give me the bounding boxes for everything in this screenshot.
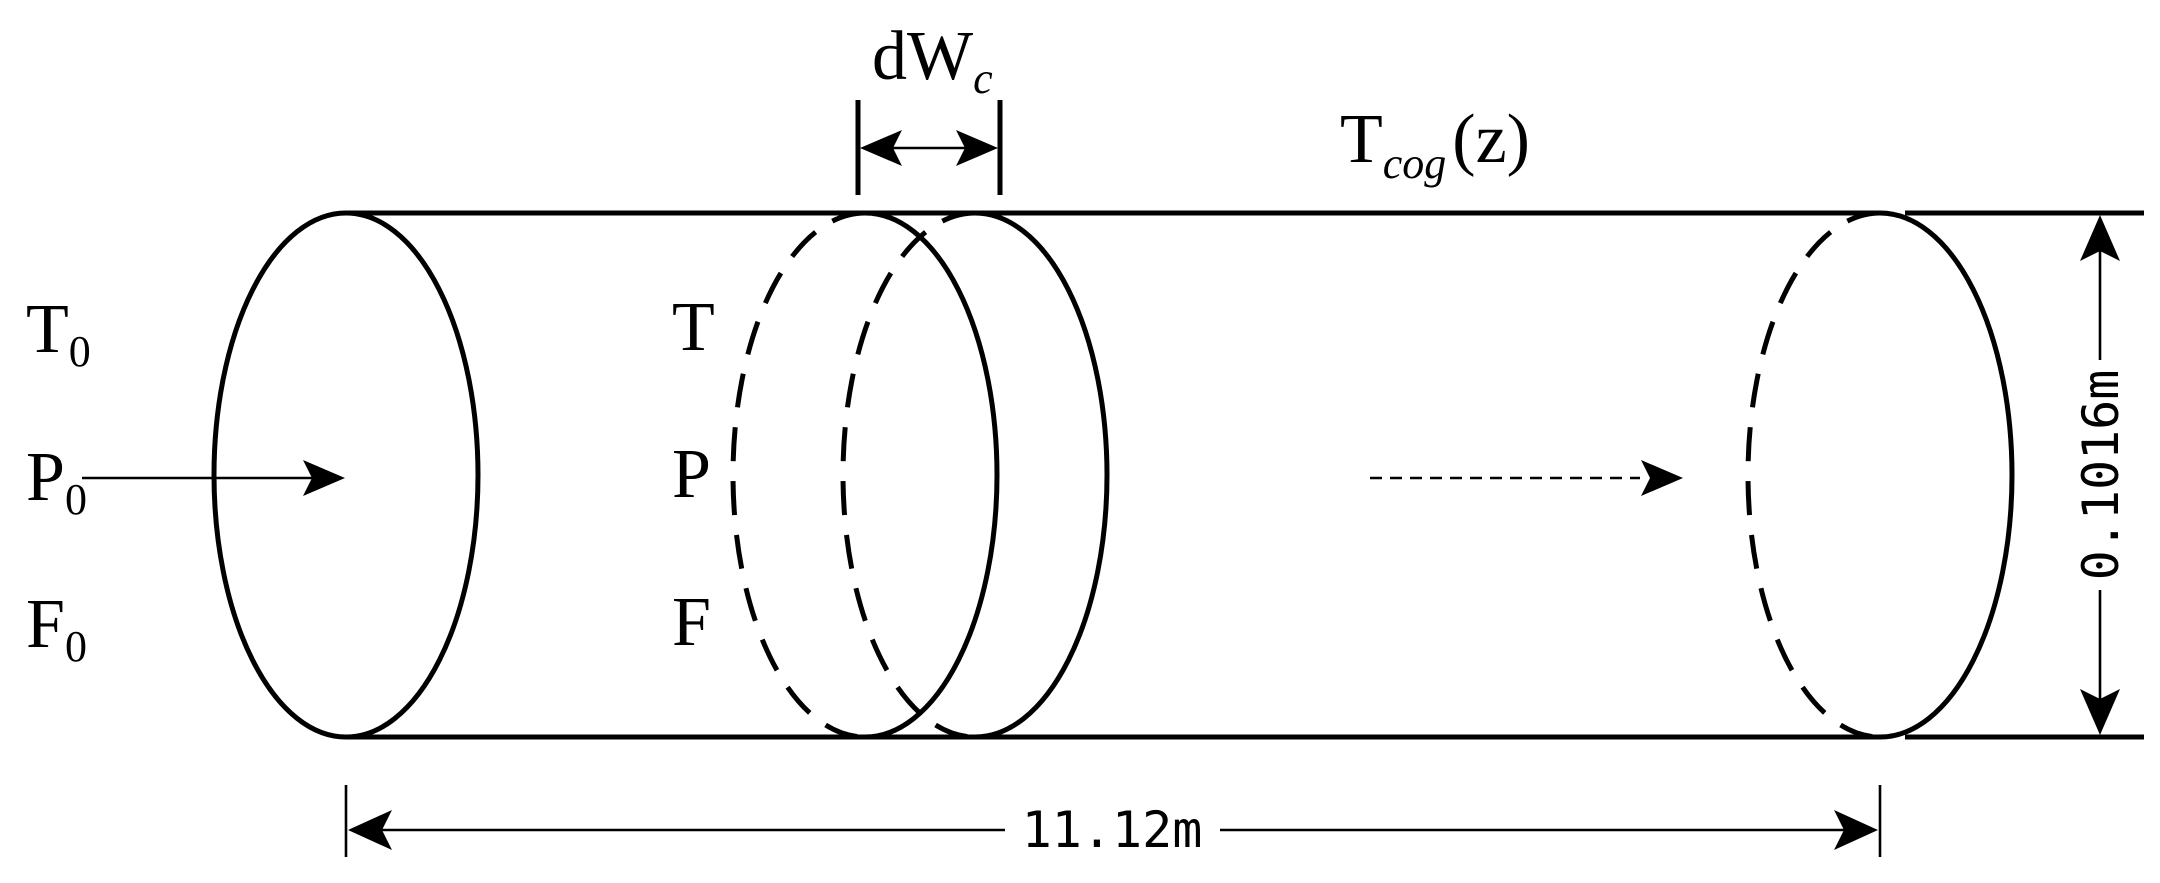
section-temperature-label: T — [672, 289, 715, 366]
length-dimension — [344, 785, 1882, 857]
differential-element — [730, 210, 1110, 740]
element-back-visible-arc — [974, 210, 1110, 740]
outlet-visible-arc — [1879, 210, 2015, 740]
inlet-flow-arrow — [82, 460, 345, 496]
element-front-visible-arc — [864, 210, 1000, 740]
outlet-hidden-arc — [1745, 210, 1881, 740]
diameter-arrowhead-top — [2080, 215, 2120, 261]
length-arrowhead-left — [348, 810, 392, 850]
element-width-label: dWc — [872, 18, 993, 103]
wall-temperature-label: Tcog(z) — [1340, 101, 1530, 188]
element-front-hidden-arc — [730, 210, 866, 740]
section-flow-label: F — [672, 584, 711, 661]
inlet-ellipse — [211, 210, 481, 740]
element-back-hidden-arc — [840, 210, 976, 740]
element-arrowhead-right — [956, 130, 998, 166]
length-label: 11.12m — [1022, 801, 1203, 859]
diameter-label: 0.1016m — [2072, 370, 2130, 581]
inlet-arrowhead — [303, 460, 345, 496]
inlet-pressure-label: P0 — [26, 439, 87, 524]
diameter-arrowhead-bottom — [2080, 689, 2120, 735]
inlet-flow-label: F0 — [26, 586, 87, 671]
inlet-temperature-label: T0 — [26, 291, 91, 376]
outlet-flow-arrow — [1370, 460, 1683, 496]
diameter-dimension — [1905, 210, 2144, 740]
pipe-cylinder — [211, 210, 2015, 740]
section-pressure-label: P — [672, 436, 711, 513]
length-arrowhead-right — [1834, 810, 1878, 850]
outlet-arrowhead — [1641, 460, 1683, 496]
element-width-dimension — [855, 100, 1003, 195]
element-arrowhead-left — [860, 130, 902, 166]
